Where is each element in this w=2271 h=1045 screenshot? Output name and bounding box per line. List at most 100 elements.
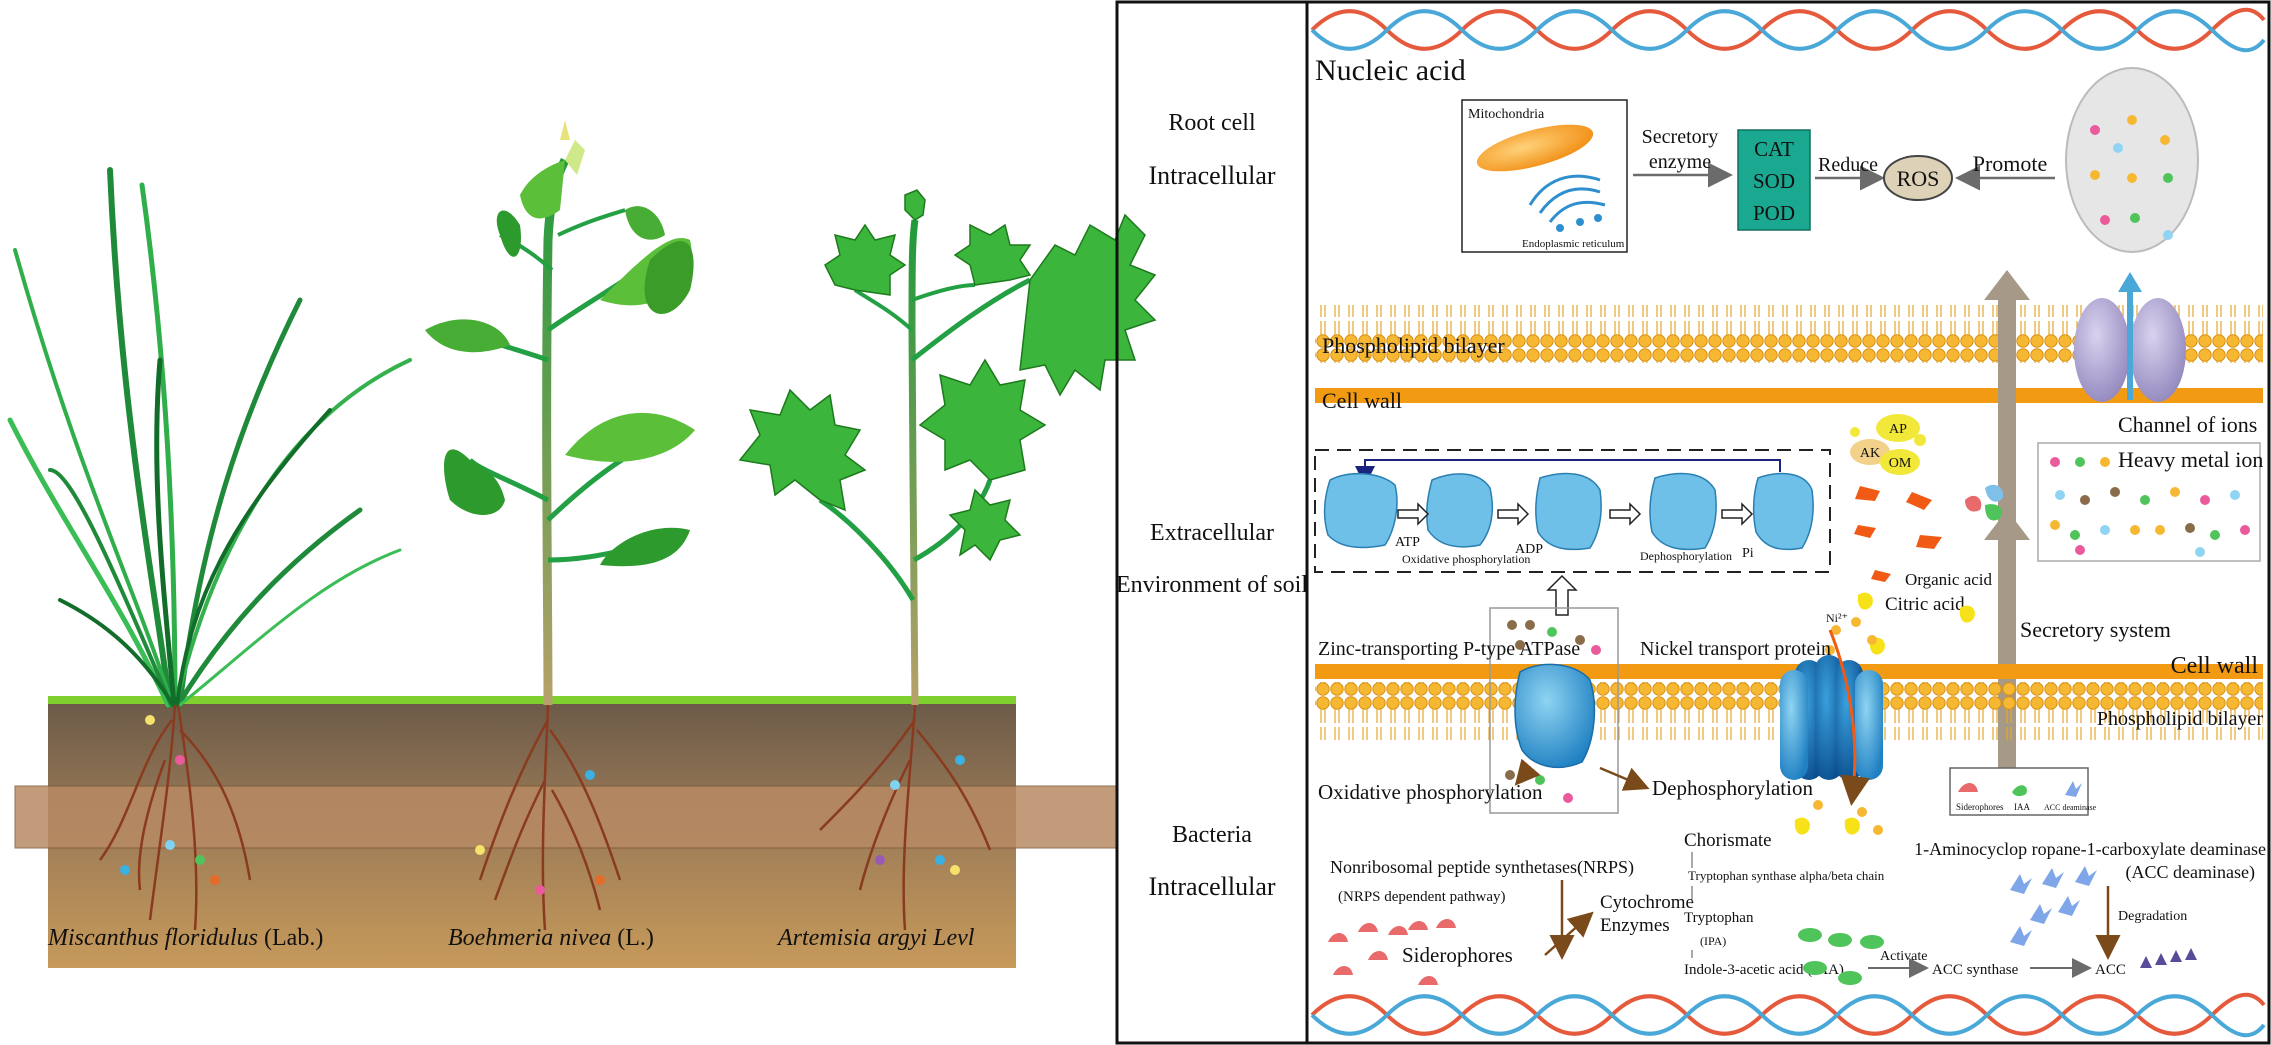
region-root-cell: Root cell (1168, 110, 1256, 136)
legend-acc-deaminase-icon (2065, 781, 2082, 797)
oxidative-phosphorylation-label: Oxidative phosphorylation (1318, 780, 1543, 804)
cytochrome-line1: Cytochrome (1600, 892, 1694, 913)
acc-deaminase-line2: (ACC deaminase) (2126, 862, 2255, 883)
artemisia-roots (819, 704, 992, 931)
dna-helix-bottom (1310, 992, 2266, 1038)
arrow-dephosphorylation (1599, 766, 1650, 791)
chorismate-label: Chorismate (1684, 830, 1772, 851)
nrps-label: Nonribosomal peptide synthetases(NRPS) (1330, 857, 1634, 878)
legend-acc-label: ACC deaminase (2044, 803, 2097, 812)
pi-label: Pi (1742, 546, 1754, 561)
acc-molecules (2140, 948, 2197, 968)
ion-channel-icon (2074, 272, 2186, 402)
heavy-metal-ion-label: Heavy metal ion (2118, 447, 2263, 472)
secretory-system-arrow-mid (1984, 510, 2030, 540)
soil-nutrients-cluster (1850, 414, 1926, 475)
legend-siderophore-icon (1958, 783, 1978, 792)
cycle-up-arrow (1546, 574, 1578, 616)
ground-grass-line (48, 696, 1016, 704)
antioxidant-enzymes-box (1737, 129, 1811, 231)
nickel-transport-protein-icon (1780, 629, 1883, 806)
heavy-metal-ions (2050, 457, 2250, 557)
cycle-dephosphorylation-label: Dephosphorylation (1640, 549, 1732, 563)
region-intracellular-top: Intracellular (1148, 161, 1275, 190)
iaa-molecules (1798, 928, 1884, 985)
organic-acid-label: Organic acid (1905, 570, 1993, 589)
nrps-pathway-label: (NRPS dependent pathway) (1338, 889, 1505, 905)
arrow-to-cytochrome (1544, 911, 1594, 956)
zinc-atpase-label: Zinc-transporting P-type ATPase (1318, 638, 1580, 660)
zinc-atpase-box (1489, 607, 1619, 814)
channel-of-ions-label: Channel of ions (2118, 412, 2257, 437)
degradation-label: Degradation (2118, 909, 2187, 924)
nickel-ions (1813, 617, 1883, 835)
diagram-frame (1115, 0, 2271, 1045)
acc-synthase-label: ACC synthase (1932, 962, 2019, 978)
siderophores-label: Siderophores (1402, 943, 1513, 967)
acc-deaminase-molecules (2010, 866, 2097, 946)
vacuole-oval (2065, 67, 2199, 253)
ak-label: AK (1860, 446, 1880, 461)
adp-label: ADP (1515, 542, 1543, 557)
miscanthus-plant-icon (7, 167, 412, 708)
upper-cell-wall (1315, 388, 2263, 403)
region-extracellular: Extracellular (1150, 520, 1274, 546)
upper-phospholipid-label: Phospholipid bilayer (1322, 333, 1505, 358)
om-label: OM (1889, 456, 1912, 471)
legend-siderophores-label: Siderophores (1956, 802, 2004, 812)
cycle-arrows (1397, 502, 1754, 526)
boehmeria-roots (478, 704, 622, 931)
cycle-return-arrow (1355, 459, 1781, 486)
nickel-ion-label: Ni²⁺ (1826, 611, 1848, 625)
ipa-label: (IPA) (1700, 934, 1726, 948)
species-label-artemisia: Artemisia argyi Levl (776, 925, 975, 951)
region-environment-of-soil: Environment of soil (1116, 572, 1308, 598)
artemisia-plant-icon (738, 189, 1157, 706)
endoplasmic-reticulum-icon (1528, 174, 1606, 232)
species-label-miscanthus: Miscanthus floridulus (Lab.) (47, 925, 323, 951)
atp-label: ATP (1395, 535, 1420, 550)
endoplasmic-reticulum-label: Endoplasmic reticulum (1522, 238, 1625, 250)
lower-cell-wall-label: Cell wall (2171, 653, 2259, 679)
boehmeria-plant-icon (425, 120, 695, 706)
dna-helix-top (1310, 7, 2266, 53)
ap-label: AP (1889, 422, 1907, 437)
cell-diagram-panel: Root cell Intracellular Extracellular En… (1115, 0, 2271, 1045)
legend-iaa-label: IAA (2014, 802, 2030, 812)
organic-acid-flakes (1854, 486, 1942, 582)
activate-label: Activate (1880, 949, 1927, 964)
legend-iaa-icon (2012, 785, 2027, 797)
nucleic-acid-label: Nucleic acid (1315, 54, 1466, 87)
miscanthus-roots (98, 704, 252, 931)
region-intracellular-bottom: Intracellular (1148, 872, 1275, 901)
arrow-oxidative-phosphorylation (1514, 758, 1541, 786)
ros-oval (1883, 155, 1953, 201)
mitochondria-icon (1476, 124, 1594, 172)
trp-synthase-label: Tryptophan synthase alpha/beta chain (1688, 868, 1885, 883)
secretory-system-label: Secretory system (2020, 617, 2171, 642)
citric-acid-droplets (1794, 592, 1975, 835)
dephosphorylation-label: Dephosphorylation (1652, 776, 1813, 800)
secretory-enzyme-line2: enzyme (1649, 151, 1711, 173)
atpase-states (1323, 472, 1814, 551)
lower-phospholipid-label: Phospholipid bilayer (2097, 708, 2263, 730)
region-bacteria: Bacteria (1172, 822, 1252, 848)
vacuole-ions (2090, 115, 2173, 240)
enzyme-sod: SOD (1753, 169, 1795, 193)
plants-panel: Miscanthus floridulus (Lab.) Boehmeria n… (7, 120, 1157, 968)
siderophore-molecules (1328, 919, 1456, 985)
soil-particles (120, 715, 965, 895)
phosphorylation-cycle-box (1314, 449, 1831, 573)
secreted-molecules (1965, 484, 2004, 521)
reduce-label: Reduce (1818, 154, 1878, 176)
nickel-transport-label: Nickel transport protein (1640, 638, 1831, 660)
upper-cell-wall-label: Cell wall (1322, 388, 1402, 413)
citric-acid-label: Citric acid (1885, 594, 1965, 615)
acc-label: ACC (2095, 962, 2126, 978)
enzyme-pod: POD (1753, 201, 1795, 225)
mitochondria-label: Mitochondria (1468, 107, 1545, 122)
cycle-oxidative-phosphorylation-label: Oxidative phosphorylation (1402, 552, 1530, 566)
acc-deaminase-line1: 1-Aminocyclop ropane-1-carboxylate deami… (1914, 839, 2266, 859)
secretory-enzyme-line1: Secretory (1642, 126, 1719, 148)
